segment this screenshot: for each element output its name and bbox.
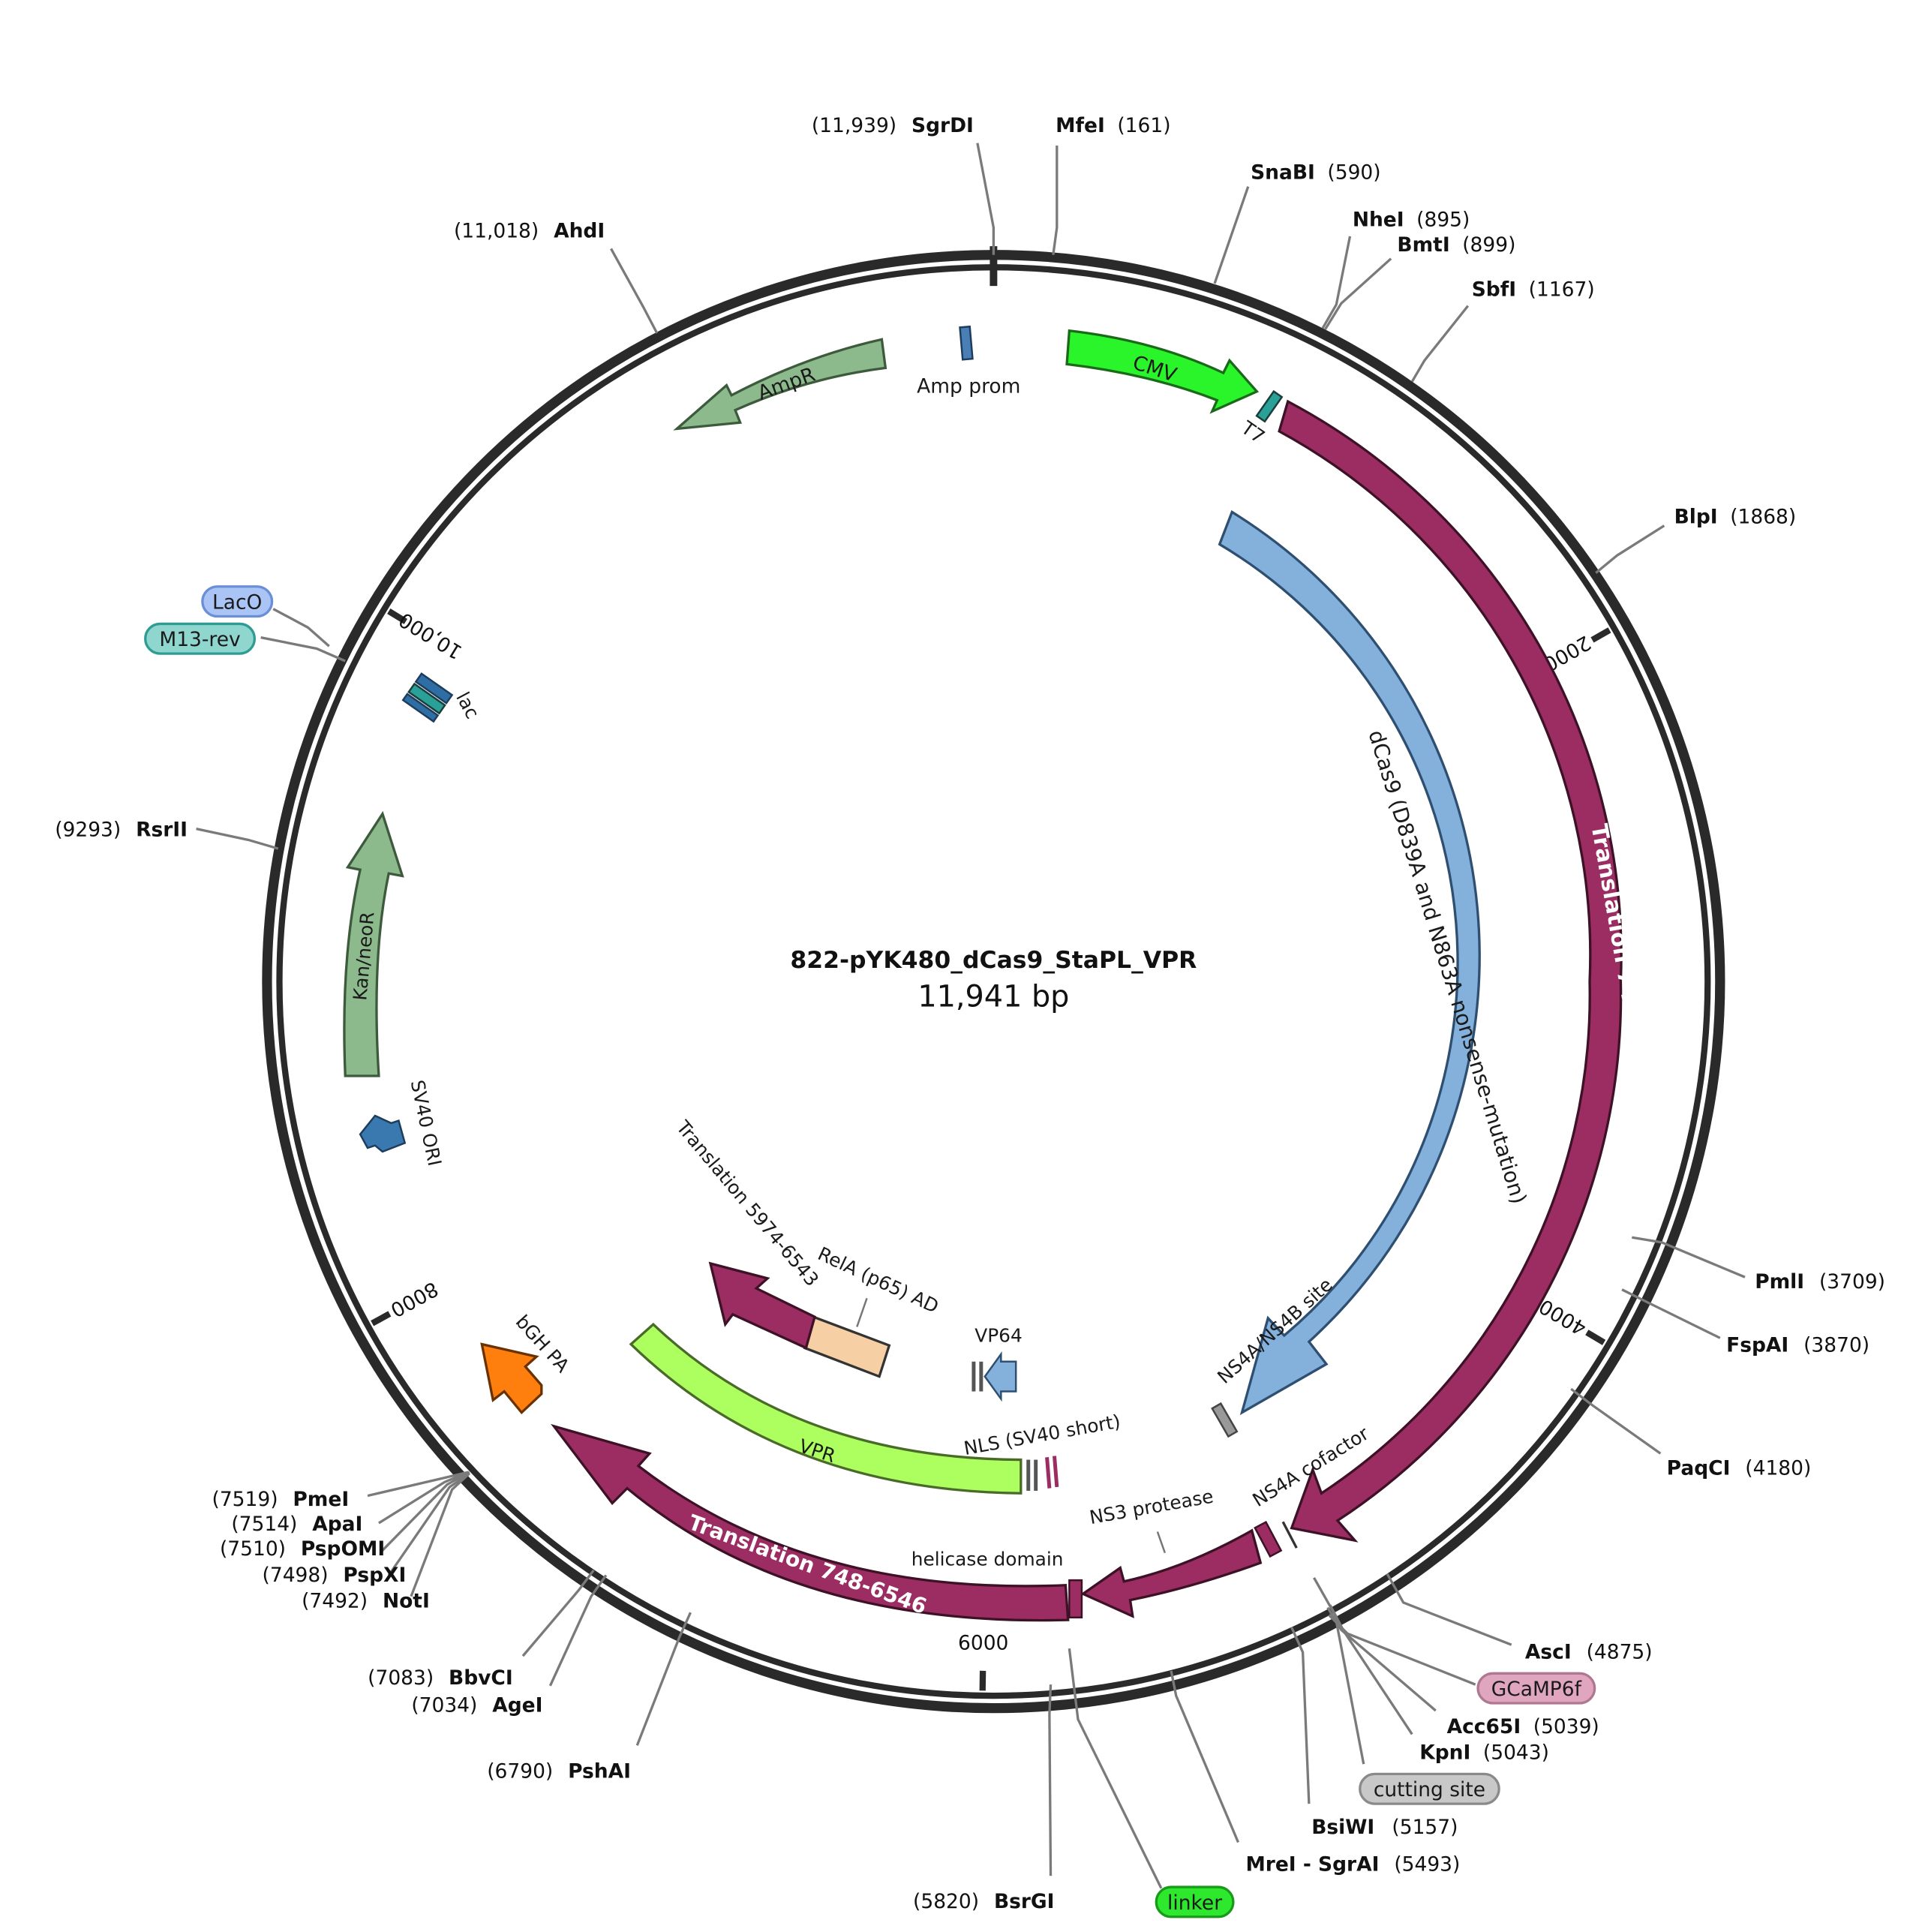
outer-feature-m13-rev[interactable]: M13-rev: [144, 622, 257, 655]
restriction-site-labels: (11,939)SgrDI MfeI(161) SnaBI(590) NheI(…: [55, 114, 1885, 1913]
feature-lac[interactable]: [401, 672, 454, 723]
feature-ns4a-ns4b-site[interactable]: [1211, 1402, 1239, 1438]
tick-label-6000: 6000: [958, 1632, 1008, 1655]
tick-4000: [1585, 1330, 1606, 1345]
feature-sv40-ori[interactable]: [359, 1114, 407, 1153]
feature-t7[interactable]: [1255, 389, 1284, 423]
feature-amp-prom-label: Amp prom: [917, 374, 1020, 398]
outer-feature-m13-rev-label: M13-rev: [159, 628, 240, 651]
feature-vp64[interactable]: [972, 1351, 1017, 1402]
outer-feature-laco-label: LacO: [212, 591, 262, 614]
feature-dcas9[interactable]: [1218, 509, 1481, 1416]
site-sgrdi: (11,939)SgrDI: [812, 114, 974, 137]
feature-amp-prom[interactable]: [959, 325, 974, 361]
tick-2000: [1590, 627, 1611, 643]
site-acc65i: Acc65I(5039): [1447, 1715, 1599, 1738]
outer-feature-cutting-site[interactable]: cutting site: [1359, 1772, 1500, 1805]
feature-ns3-protease-label: NS3 protease: [1088, 1486, 1215, 1529]
feature-nls[interactable]: [1026, 1456, 1059, 1491]
site-fspai: FspAI(3870): [1726, 1334, 1869, 1357]
feature-translation-5974[interactable]: [708, 1261, 816, 1350]
site-pmei: (7519)PmeI: [212, 1488, 350, 1511]
plasmid-name: 822-pYK480_dCas9_StaPL_VPR: [790, 947, 1197, 974]
tick-label-10000: 10,000: [395, 608, 466, 664]
site-pmli: PmlI(3709): [1755, 1270, 1885, 1294]
feature-rela-leader: [856, 1297, 868, 1327]
site-nhei: NheI(895): [1353, 209, 1470, 232]
site-sbfi: SbfI(1167): [1472, 278, 1595, 301]
feature-translation-lower-label: Translation 748-6546: [685, 1510, 929, 1619]
tick-10000: [387, 608, 407, 624]
feature-bgh-pa[interactable]: [480, 1342, 543, 1415]
site-mrei-sgrai: MreI - SgrAI(5493): [1245, 1853, 1460, 1876]
feature-translation-5974-label: Translation 5974-6543: [671, 1116, 823, 1291]
site-apai: (7514)ApaI: [231, 1513, 362, 1536]
feature-ns3-leader: [1156, 1531, 1167, 1554]
feature-lac-label: lac: [452, 688, 483, 722]
site-bsiwi: BsiWI(5157): [1311, 1816, 1458, 1839]
site-pspxi: (7498)PspXI: [263, 1564, 407, 1587]
outer-feature-cutting-site-label: cutting site: [1374, 1778, 1485, 1801]
tick-label-4000: 4000: [1535, 1294, 1590, 1340]
feature-translation-lower[interactable]: [551, 1423, 1070, 1622]
site-bbvci: (7083)BbvCI: [368, 1666, 513, 1690]
outer-feature-linker-label: linker: [1167, 1891, 1222, 1915]
site-blpi: BlpI(1868): [1674, 505, 1797, 528]
feature-translation-outer[interactable]: [1278, 399, 1623, 1543]
feature-vpr[interactable]: [629, 1322, 1023, 1495]
site-agei: (7034)AgeI: [411, 1694, 542, 1717]
site-bmti: BmtI(899): [1397, 233, 1515, 257]
site-noti: (7492)NotI: [302, 1590, 430, 1613]
outer-feature-gcamp6f-label: GCaMP6f: [1491, 1678, 1582, 1701]
feature-ns3-protease[interactable]: [1080, 1528, 1263, 1618]
feature-helicase-domain[interactable]: [1068, 1579, 1083, 1619]
site-pshai: (6790)PshAI: [487, 1759, 631, 1783]
outer-feature-laco[interactable]: LacO: [201, 585, 274, 618]
feature-kan-neor[interactable]: [343, 810, 404, 1077]
site-rsrii: (9293)RsrII: [55, 819, 188, 842]
feature-rela-ad[interactable]: [803, 1315, 891, 1378]
site-ahdi: (11,018)AhdI: [454, 220, 605, 243]
feature-ns4a-cofactor-bar: [1281, 1521, 1298, 1549]
tick-label-8000: 8000: [386, 1277, 442, 1322]
outer-feature-linker[interactable]: linker: [1155, 1885, 1235, 1918]
site-snabi: SnaBI(590): [1251, 161, 1381, 185]
feature-ns4a-cofactor[interactable]: [1254, 1520, 1283, 1558]
feature-ampr[interactable]: [673, 338, 887, 431]
feature-nls-label: NLS (SV40 short): [962, 1411, 1122, 1459]
feature-sv40-ori-label: SV40 ORI: [407, 1078, 446, 1168]
site-bsrgi: (5820)BsrGI: [913, 1890, 1054, 1913]
site-paqci: PaqCI(4180): [1667, 1456, 1812, 1480]
feature-helicase-domain-label: helicase domain: [911, 1548, 1064, 1570]
feature-rela-ad-label: RelA (p65) AD: [815, 1242, 942, 1318]
site-mfei: MfeI(161): [1056, 114, 1170, 137]
site-kpni: KpnI(5043): [1419, 1741, 1549, 1765]
outer-feature-leaders: [260, 608, 1476, 1889]
site-pspomi: (7510)PspOMI: [220, 1537, 385, 1561]
outer-feature-gcamp6f[interactable]: GCaMP6f: [1476, 1672, 1596, 1705]
feature-vp64-label: VP64: [975, 1324, 1023, 1346]
site-asci: AscI(4875): [1525, 1640, 1653, 1663]
tick-8000: [371, 1311, 392, 1327]
plasmid-length: 11,941 bp: [917, 979, 1069, 1014]
feature-cmv[interactable]: [1065, 329, 1260, 414]
